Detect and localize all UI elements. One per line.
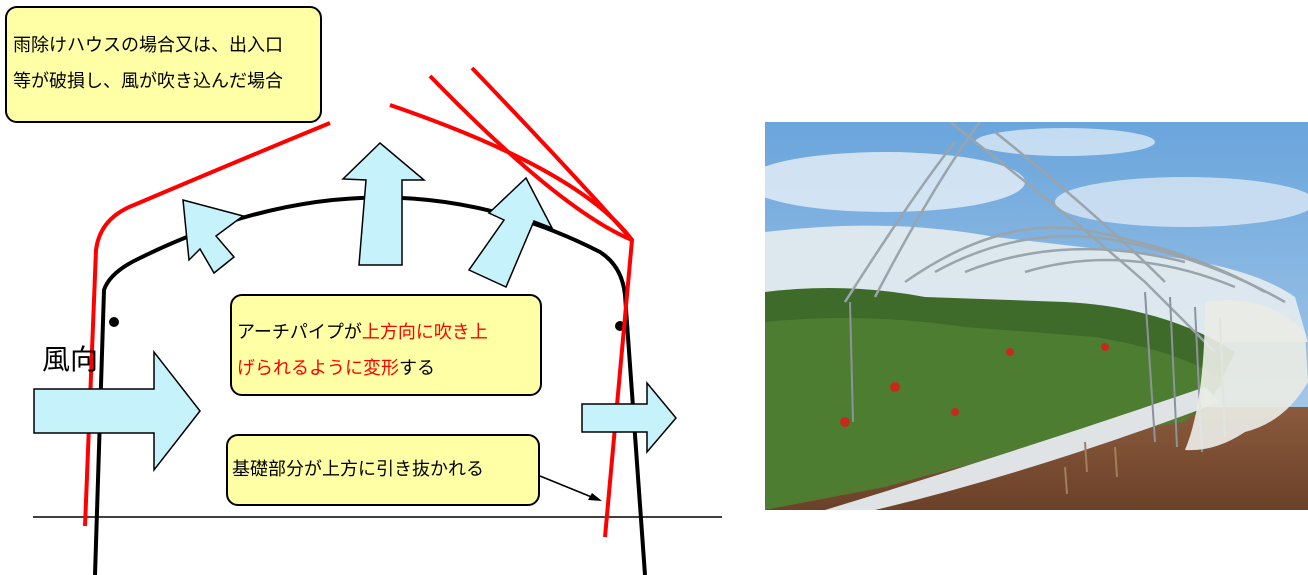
uplift-arrow-center-icon [341,141,427,266]
joint-dot-left [109,317,119,327]
deformed-pipe-left [83,121,331,527]
greenhouse-photo [765,122,1308,510]
arch-deform-callout: アーチパイプが上方向に吹き上 げられるように変形する [230,294,542,396]
uplift-arrow-right-icon [467,176,554,289]
base-pointer-head [588,493,602,501]
arch-callout-text-red-1: 上方向に吹き上 [361,322,488,343]
base-pointer-line [539,475,595,499]
wind-direction-label: 風向 [42,343,99,376]
arch-callout-text-black-2: する [399,358,435,379]
deformed-pipe-fold-2 [470,66,634,242]
photo-torn-film [1185,300,1308,451]
base-callout-text: 基礎部分が上方に引き抜かれる [232,459,484,480]
arch-callout-text-red-2: げられるように変形 [237,358,399,379]
uplift-arrow-left-icon [182,198,245,275]
foundation-callout: 基礎部分が上方に引き抜かれる [226,434,540,506]
photo-mulch [825,387,1220,510]
wind-arrow-exit-icon [581,380,677,455]
rain-callout-line1: 雨除けハウスの場合又は、出入口 [13,35,283,56]
photo-arch-pipes [843,122,1286,353]
arch-callout-line1: アーチパイプが上方向に吹き上 [237,315,540,351]
rain-callout-line2: 等が破損し、風が吹き込んだ場合 [13,71,283,92]
deformed-pipe-fold-1 [428,74,633,242]
arch-callout-text-black-1: アーチパイプが [237,322,362,343]
wind-arrow-icon [33,349,201,473]
arch-callout-line2: げられるように変形する [237,351,540,387]
rain-shelter-callout: 雨除けハウスの場合又は、出入口 等が破損し、風が吹き込んだ場合 [5,6,322,123]
